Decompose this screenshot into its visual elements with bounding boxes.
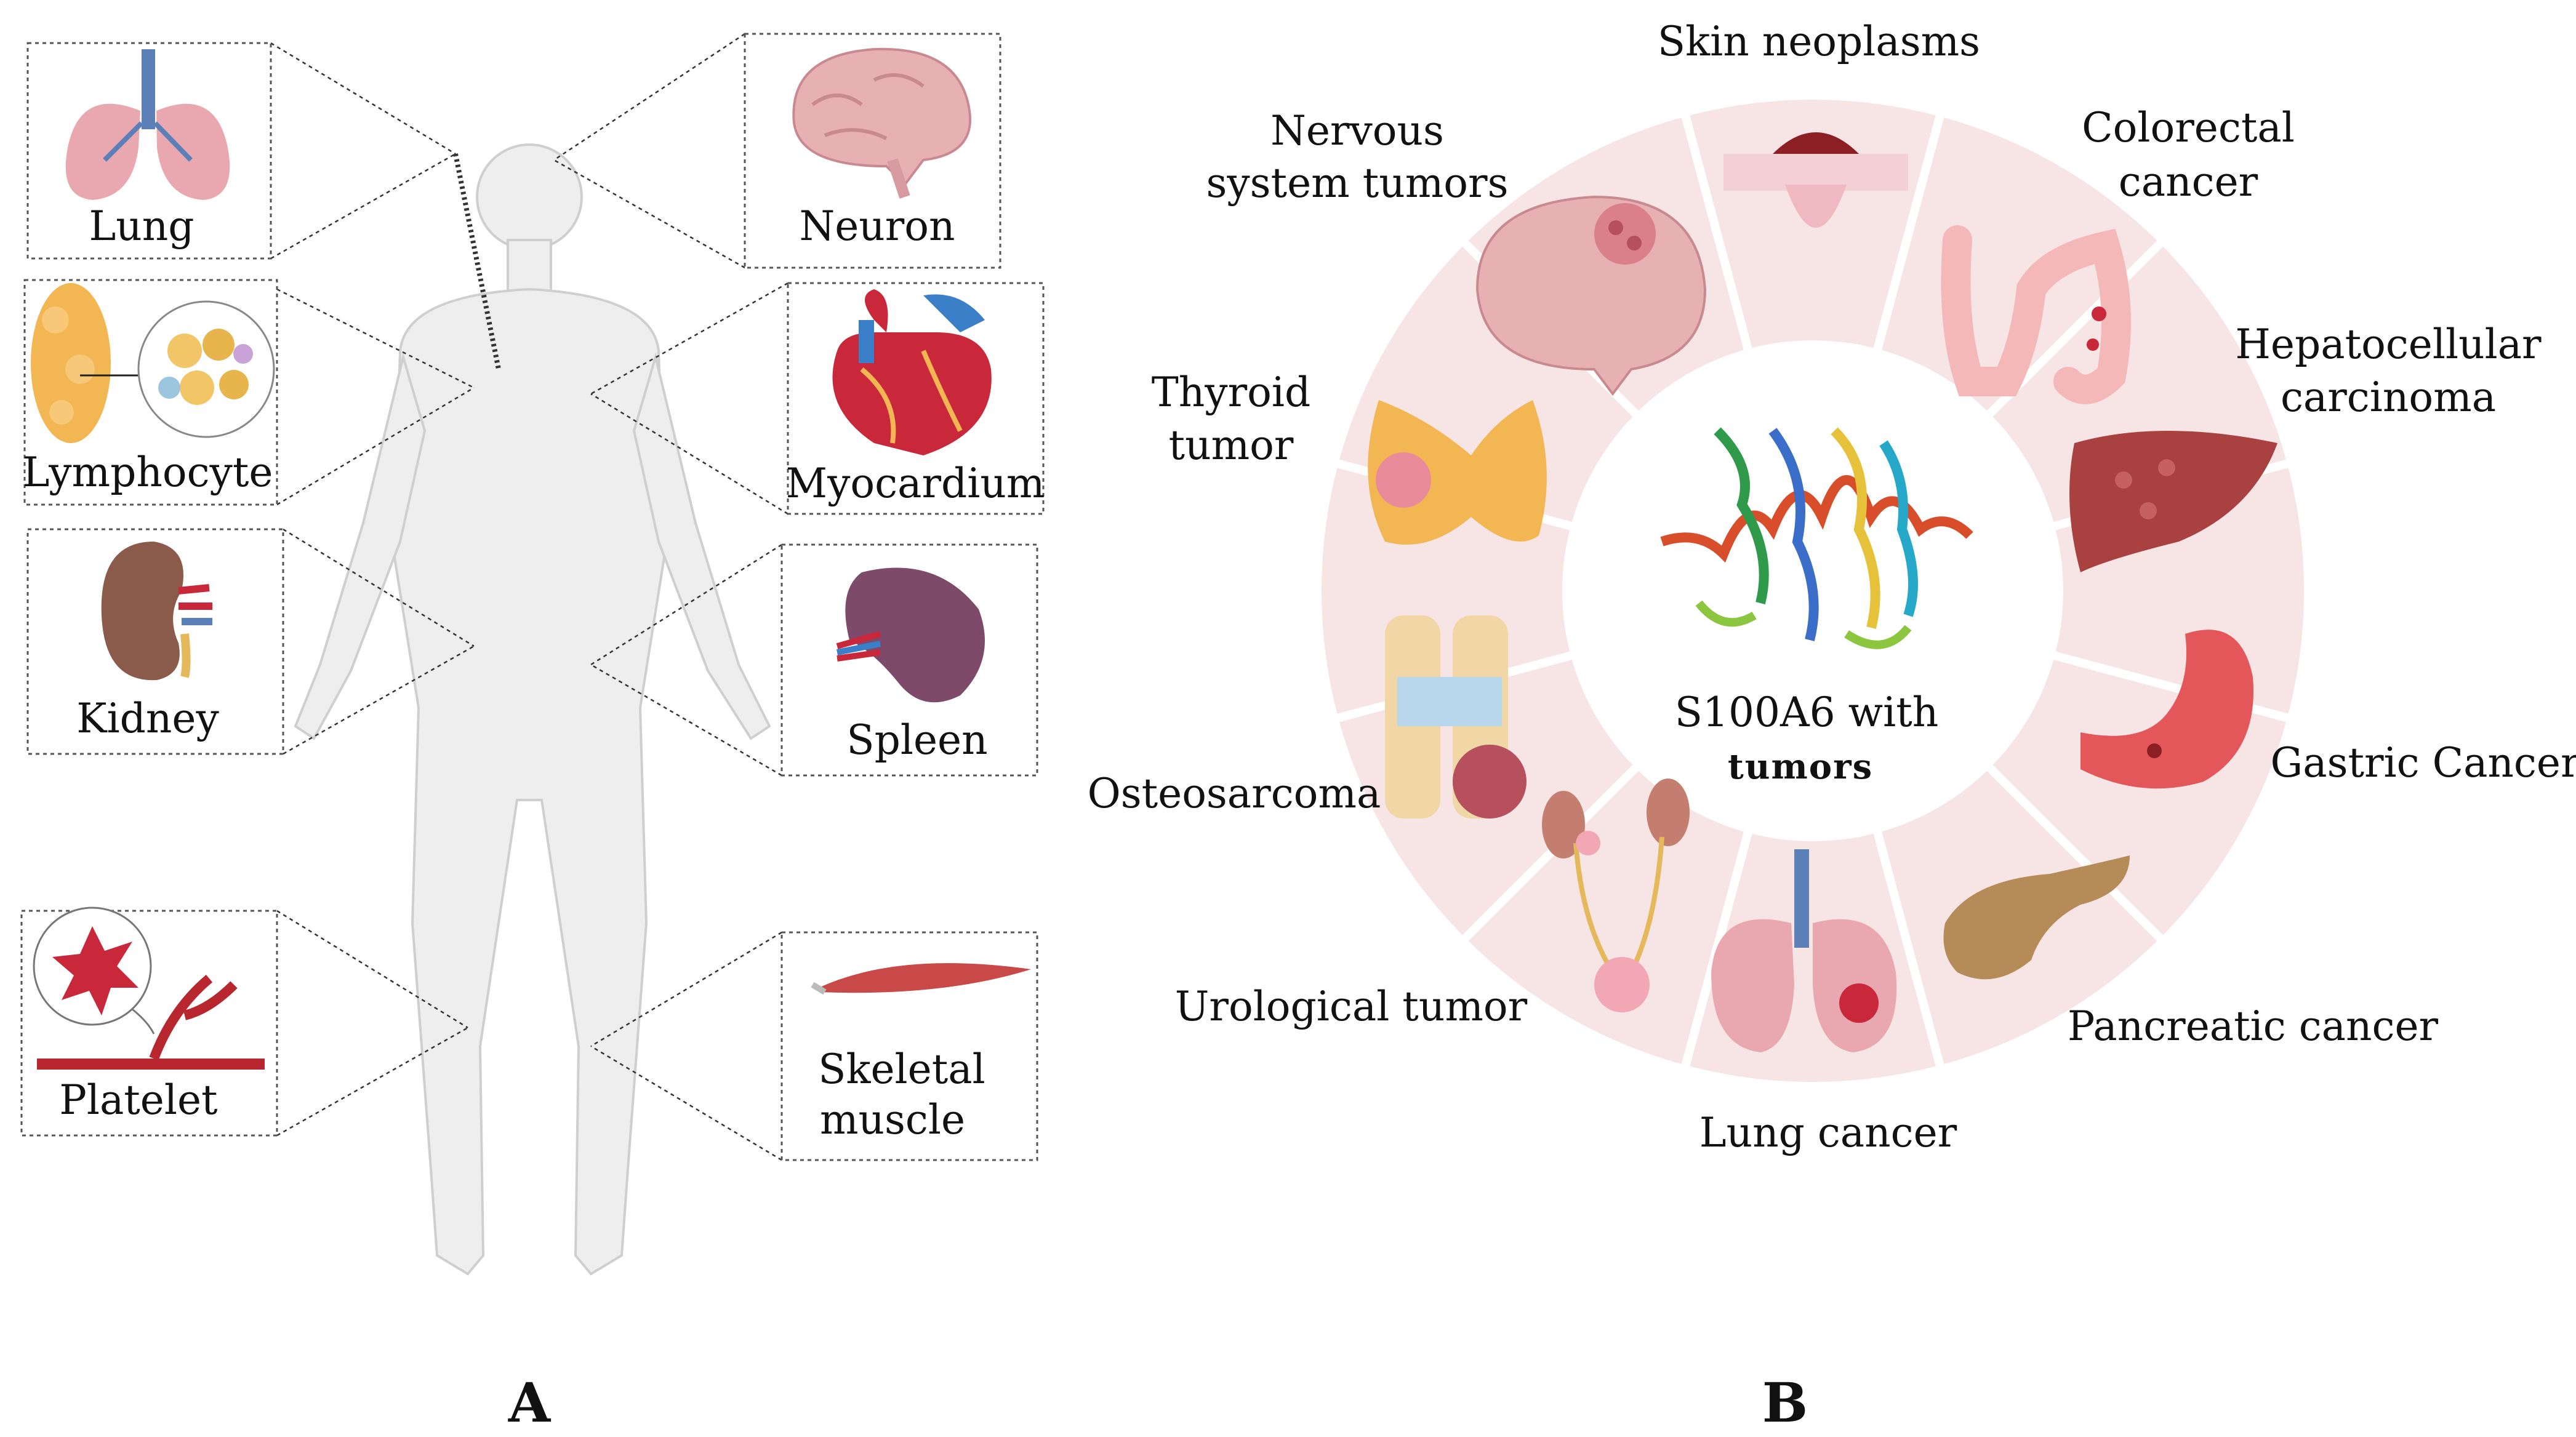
panel-b: S100A6 with tumors bbox=[1088, 18, 2576, 1435]
tumor-label-hepatocellular-line1: Hepatocellular bbox=[2235, 321, 2542, 368]
center-label-line1: S100A6 with bbox=[1675, 689, 1938, 736]
tumor-label-urological: Urological tumor bbox=[1175, 983, 1528, 1030]
center-hub: S100A6 with tumors bbox=[1573, 351, 2053, 831]
heart-icon bbox=[832, 289, 992, 455]
s100a6-protein-icon bbox=[1660, 427, 1973, 649]
human-body-silhouette bbox=[294, 143, 771, 1276]
tumor-label-gastric: Gastric Cancer bbox=[2271, 739, 2576, 787]
organ-box-lymphocyte: Lymphocyte bbox=[23, 279, 278, 506]
tumor-label-nervous-line2: system tumors bbox=[1206, 159, 1509, 207]
spleen-icon bbox=[836, 567, 985, 703]
panel-label-b: B bbox=[1762, 1371, 1808, 1435]
organ-label-skeletal-line2: muscle bbox=[820, 1096, 965, 1143]
tumor-label-hepatocellular-line2: carcinoma bbox=[2281, 374, 2496, 421]
lung-pointer-line bbox=[453, 153, 501, 370]
tumor-label-osteosarcoma: Osteosarcoma bbox=[1088, 770, 1381, 817]
tumor-label-thyroid-line2: tumor bbox=[1169, 422, 1294, 469]
knee-bone-icon bbox=[1385, 615, 1527, 819]
urological-icon bbox=[1542, 779, 1690, 1012]
organ-label-lymphocyte: Lymphocyte bbox=[23, 449, 273, 496]
tumor-label-pancreatic: Pancreatic cancer bbox=[2068, 1003, 2439, 1050]
nervous-brain-icon bbox=[1475, 195, 1707, 396]
organ-label-lung: Lung bbox=[89, 202, 194, 250]
tumor-label-colorectal-line2: cancer bbox=[2119, 158, 2258, 206]
tumor-label-thyroid-line1: Thyroid bbox=[1152, 369, 1310, 416]
lymphocyte-cells-icon bbox=[137, 300, 275, 438]
tumor-label-skin: Skin neoplasms bbox=[1658, 18, 1980, 65]
center-label-line2: tumors bbox=[1728, 747, 1873, 787]
blood-vessel-icon bbox=[37, 974, 265, 1070]
organ-box-lung: Lung bbox=[26, 42, 272, 260]
organ-label-platelet: Platelet bbox=[59, 1076, 217, 1124]
lymph-node-icon bbox=[31, 283, 111, 443]
organ-label-myocardium: Myocardium bbox=[786, 460, 1045, 507]
brain-icon bbox=[792, 47, 972, 199]
tumor-label-colorectal-line1: Colorectal bbox=[2082, 104, 2295, 151]
organ-label-spleen: Spleen bbox=[846, 716, 987, 764]
skin-neoplasm-icon bbox=[1723, 132, 1908, 228]
organ-box-platelet: Platelet bbox=[20, 907, 278, 1137]
muscle-icon bbox=[811, 963, 1031, 995]
organ-box-kidney: Kidney bbox=[26, 528, 284, 755]
organ-box-spleen: Spleen bbox=[780, 543, 1038, 777]
organ-label-neuron: Neuron bbox=[799, 202, 955, 250]
liver-icon bbox=[2069, 431, 2277, 572]
organ-box-neuron: Neuron bbox=[744, 33, 1001, 269]
lung-cancer-icon bbox=[1711, 849, 1897, 1052]
colorectal-icon bbox=[1941, 225, 2131, 404]
platelet-icon bbox=[33, 907, 155, 1035]
tumor-label-lung: Lung cancer bbox=[1699, 1109, 1957, 1156]
lung-icon bbox=[65, 49, 230, 200]
tumor-label-nervous-line1: Nervous bbox=[1270, 107, 1444, 154]
kidney-icon bbox=[101, 542, 212, 681]
organ-label-skeletal-line1: Skeletal bbox=[818, 1046, 985, 1093]
panel-label-a: A bbox=[508, 1371, 552, 1435]
leader-lines bbox=[270, 33, 788, 1161]
organ-label-kidney: Kidney bbox=[76, 695, 219, 742]
pancreas-icon bbox=[1943, 855, 2130, 980]
panel-a: Lung Lymphocyte bbox=[20, 33, 1045, 1435]
organ-box-myocardium: Myocardium bbox=[786, 282, 1045, 515]
stomach-icon bbox=[2080, 630, 2253, 789]
organ-box-skeletal-muscle: Skeletal muscle bbox=[780, 931, 1038, 1161]
thyroid-icon bbox=[1368, 400, 1547, 545]
